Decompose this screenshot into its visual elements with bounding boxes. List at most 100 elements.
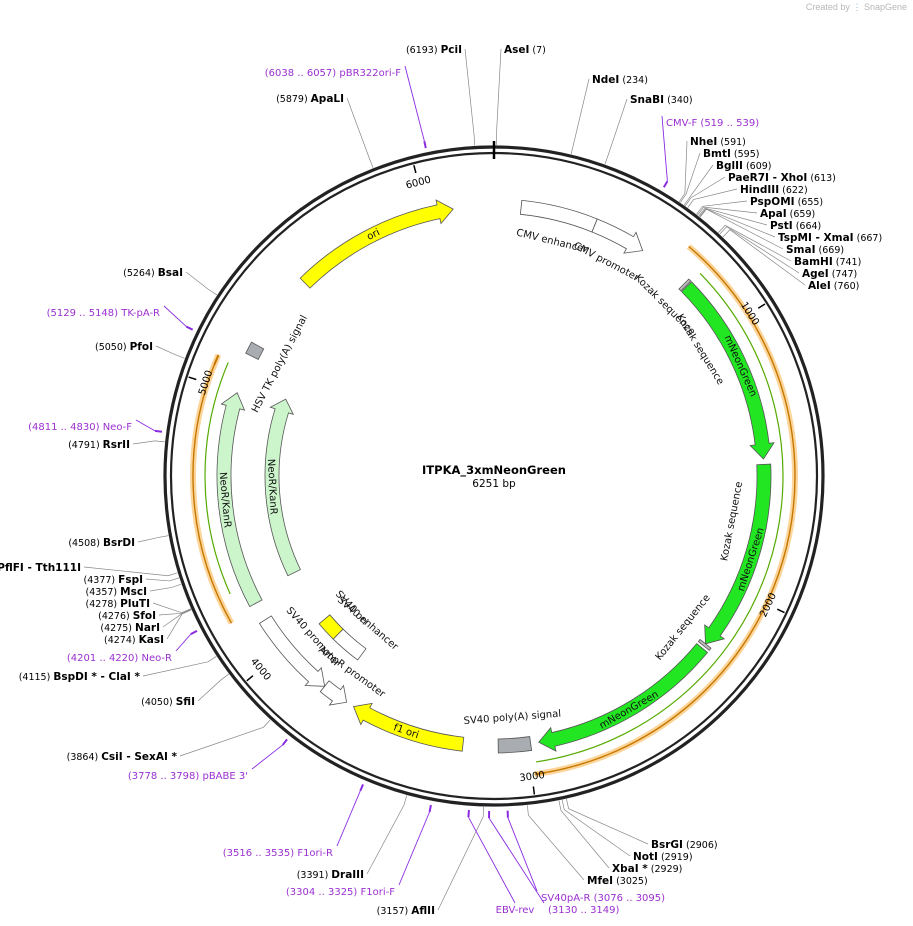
enzyme-bspdi: (4115) BspDI * - ClaI * <box>19 671 141 683</box>
enzyme-bsai: (5264) BsaI <box>123 267 183 279</box>
leader-PfoI <box>155 345 185 359</box>
leaders <box>83 48 806 911</box>
primer-leader-F1ori-F <box>398 811 431 886</box>
primer-leader-Neo-R <box>175 633 192 652</box>
leader-AgeI <box>719 226 800 274</box>
enzyme-sfoi: (4276) SfoI <box>98 610 156 622</box>
primer-neo-r: (4201 .. 4220) Neo-R <box>67 653 172 664</box>
orf-arcs <box>190 244 798 778</box>
feature-sv40-polya <box>497 736 533 754</box>
leader-SfoI <box>158 608 192 616</box>
feature-neor-kanr-inner <box>264 398 301 577</box>
feature-label-mneongreen-3: mNeonGreen <box>598 689 661 732</box>
primer-range-extra: (3130 .. 3149) <box>548 905 620 916</box>
primer-sv40pa-r: SV40pA-R (3076 .. 3095) <box>541 893 665 904</box>
enzyme-kasi: (4274) KasI <box>104 634 164 646</box>
enzyme-xbai: XbaI * (2929) <box>612 863 682 875</box>
orf-mneongreen <box>534 245 796 775</box>
enzyme-rsrii: (4791) RsrII <box>68 439 130 451</box>
leader-SfiI <box>197 673 230 702</box>
enzyme-sfii: (4050) SfiI <box>141 696 195 708</box>
credit-brand: SnapGene <box>863 2 907 12</box>
leader-MfeI <box>527 805 585 881</box>
primer-tk-pa-r: (5129 .. 5148) TK-pA-R <box>47 308 160 319</box>
tick-3000 <box>532 786 536 795</box>
leader-AseI <box>495 48 502 146</box>
tick-label-4000: 4000 <box>248 656 273 683</box>
primer-f1ori-r: (3516 .. 3535) F1ori-R <box>223 848 333 859</box>
primer-mark-TK-pA-R <box>185 325 194 331</box>
primer-leader-CMV-F <box>661 115 668 182</box>
enzyme-apai: ApaI (659) <box>760 208 815 220</box>
enzyme-nhei: NheI (591) <box>690 136 746 148</box>
leader-PaeR7I <box>685 176 726 207</box>
leader-MscI <box>149 583 182 592</box>
enzyme-hindiii: HindIII (622) <box>740 184 808 196</box>
tick-label-3000: 3000 <box>519 770 546 784</box>
tick-label-1000: 1000 <box>738 300 761 327</box>
tick-label-6000: 6000 <box>405 175 432 192</box>
enzyme-pcii: (6193) PciI <box>406 44 462 56</box>
leader-XbaI <box>558 800 610 869</box>
leader-BsrDI <box>137 535 169 543</box>
enzyme-bsrdi: (4508) BsrDI <box>68 537 135 549</box>
enzyme-agei: AgeI (747) <box>802 268 857 280</box>
leader-SnaBI <box>604 98 628 165</box>
enzyme-paer7i: PaeR7I - XhoI (613) <box>728 172 836 184</box>
enzyme-draiii: (3391) DraIII <box>297 869 364 881</box>
feature-kozak-4 <box>697 638 712 651</box>
tick-label-5000: 5000 <box>197 369 215 397</box>
leader-CsiI <box>179 719 271 757</box>
primer-leader-SV40pA-R <box>507 817 538 892</box>
feature-label-sv40-polya: SV40 poly(A) signal <box>463 709 561 727</box>
leader-ApaLI <box>346 97 374 168</box>
enzyme-csii: (3864) CsiI - SexAI * <box>67 751 178 763</box>
orf-neor-arrow <box>213 354 220 366</box>
feature-cmv-enhancer <box>519 199 598 233</box>
primer-leader-F1ori-R <box>336 790 361 847</box>
enzyme-apali: (5879) ApaLI <box>276 93 344 105</box>
leader-BmtI <box>680 152 701 203</box>
primer-leader-EBV-rev <box>468 816 516 904</box>
orf-neor <box>192 354 233 624</box>
feature-label-neor-kanr-inner: NeoR/KanR <box>265 459 279 515</box>
feature-kozak-1 <box>678 278 692 292</box>
enzyme-psti: PstI (664) <box>770 220 821 232</box>
leader-TspMI <box>699 208 776 238</box>
enzyme-pfoi: (5050) PfoI <box>95 341 153 353</box>
feature-f1-ori <box>352 702 465 752</box>
tick-label-2000: 2000 <box>758 591 779 619</box>
tick-2000 <box>776 608 785 614</box>
leader-RsrII <box>132 440 165 445</box>
plasmid-size: 6251 bp <box>472 478 516 490</box>
leader-DraIII <box>366 795 408 875</box>
leader-BglII <box>683 164 714 206</box>
credit-text: Created by <box>805 2 850 12</box>
primer-leader-Neo-F <box>135 419 156 432</box>
primer-leader-pBR322ori-F <box>404 65 425 142</box>
tick-1000 <box>757 303 766 309</box>
enzyme-bmti: BmtI (595) <box>703 148 759 160</box>
enzyme-fspi: (4377) FspI <box>84 574 143 586</box>
primer-f1ori-f: (3304 .. 3325) F1ori-F <box>286 887 395 898</box>
primer-mark-Neo-R <box>190 630 198 636</box>
leader-BsrGI <box>566 798 649 845</box>
orf-mneongreen-arrow <box>534 771 546 776</box>
leader-NotI <box>561 799 631 857</box>
orf-mneongreen-guide <box>536 273 784 763</box>
primer-pbabe-3-: (3778 .. 3798) pBABE 3' <box>128 771 248 782</box>
enzyme-pluti: (4278) PluTI <box>86 598 150 610</box>
enzyme-bglii: BglII (609) <box>716 160 772 172</box>
snapgene-logo-icon: ⋮ <box>852 2 862 12</box>
primer-neo-f: (4811 .. 4830) Neo-F <box>28 422 132 433</box>
primer-mark-F1ori-F <box>428 804 432 813</box>
primer-leader-pBABE 3' <box>251 744 283 770</box>
feature-mneongreen-1 <box>681 281 775 460</box>
leader-PflFI <box>83 566 178 577</box>
leader-AleI <box>722 229 806 286</box>
enzyme-msci: (4357) MscI <box>86 586 147 598</box>
leader-BamHI <box>718 224 792 262</box>
feature-mneongreen-3 <box>538 643 709 752</box>
